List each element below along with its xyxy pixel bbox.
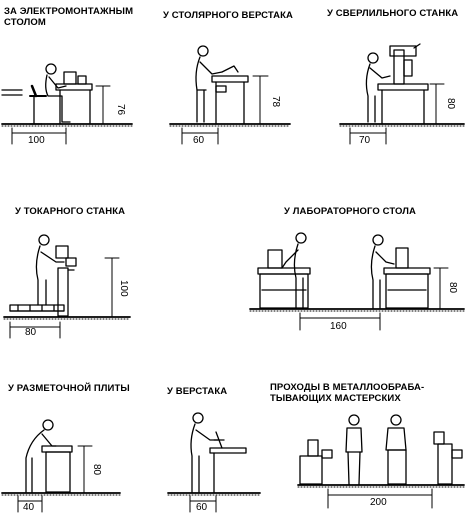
caption-bench: У ВЕРСТАКА (167, 386, 228, 397)
caption-lab: У ЛАБОРАТОРНОГО СТОЛА (284, 206, 416, 217)
panel-lab: 80 160 (249, 232, 465, 332)
caption-lathe: У ТОКАРНОГО СТАНКА (15, 206, 126, 217)
dim-electro-width: 100 (28, 135, 45, 146)
dim-passages-width: 200 (370, 497, 387, 508)
panel-marking: 80 40 (1, 419, 121, 513)
panel-bench: 60 (167, 412, 261, 513)
dim-joiner-width: 60 (193, 135, 205, 146)
caption-marking: У РАЗМЕТОЧНОЙ ПЛИТЫ (8, 383, 130, 394)
dim-lathe-width: 80 (25, 327, 37, 338)
dim-marking-width: 40 (23, 502, 35, 513)
dim-drill-height: 80 (445, 98, 456, 110)
caption-passages: ПРОХОДЫ В МЕТАЛЛООБРАБА-ТЫВАЮЩИХ МАСТЕРС… (270, 382, 425, 404)
panel-passages: 200 (297, 414, 465, 509)
dim-marking-height: 80 (91, 464, 102, 476)
caption-joiner: У СТОЛЯРНОГО ВЕРСТАКА (163, 10, 294, 21)
panel-lathe: 100 80 (3, 234, 131, 339)
dim-drill-width: 70 (359, 135, 371, 146)
dim-electro-height: 76 (115, 104, 126, 116)
panel-electro: 76 100 (1, 63, 133, 146)
panel-drill: 80 70 (339, 43, 465, 146)
dim-lathe-height: 100 (118, 280, 129, 297)
dim-bench-width: 60 (196, 502, 208, 513)
dim-joiner-height: 78 (270, 96, 281, 108)
caption-drill: У СВЕРЛИЛЬНОГО СТАНКА (327, 8, 459, 19)
dim-lab-height: 80 (447, 282, 458, 294)
panel-joiner: 78 60 (169, 45, 291, 146)
dim-lab-width: 160 (330, 321, 347, 332)
